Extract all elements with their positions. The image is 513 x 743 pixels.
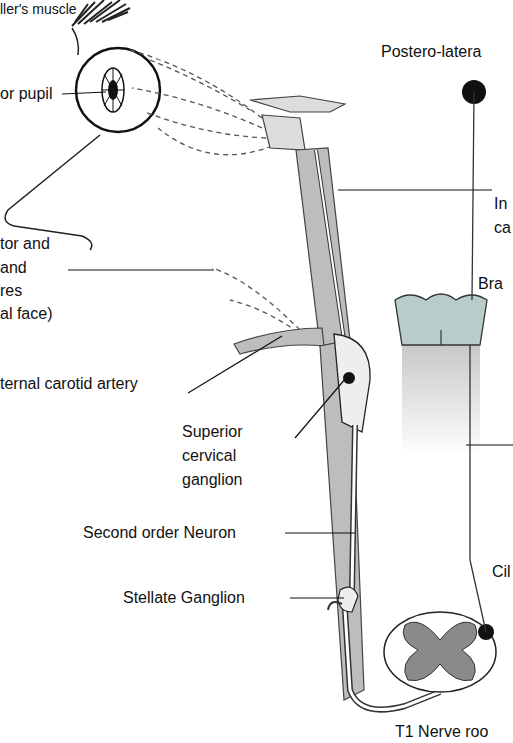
label-text: Bra	[478, 272, 503, 296]
stellate-ganglion	[338, 587, 358, 612]
internal-carotid	[296, 148, 350, 346]
chain-branch	[328, 602, 342, 610]
brainstem	[395, 294, 487, 345]
superior-cervical-ganglion	[334, 334, 370, 432]
label-text: ca	[494, 216, 511, 240]
iris	[102, 68, 124, 112]
label-text: Superior cervical ganglion	[182, 420, 262, 492]
grey-matter	[403, 622, 477, 681]
label-text: ller's muscle	[0, 0, 77, 18]
external-carotid	[234, 328, 324, 354]
label-text: ternal carotid artery	[0, 372, 138, 396]
label-text: tor and	[0, 232, 50, 256]
label-text: res	[0, 279, 22, 303]
lid-line	[72, 28, 78, 55]
ganglion-cell	[343, 372, 355, 384]
label-text: T1 Nerve roo	[395, 720, 488, 743]
first-order-neuron	[470, 92, 486, 632]
leader-lines	[62, 92, 513, 598]
cord-column	[402, 345, 480, 455]
label-text: Postero-latera	[381, 40, 482, 64]
pupil	[108, 80, 118, 100]
eyebrow	[72, 0, 130, 26]
postganglionic-fibre-core	[316, 150, 344, 340]
iris-lines	[102, 68, 124, 112]
label-text: Cil	[492, 560, 511, 584]
label-text: Second order Neuron	[83, 521, 236, 545]
midline	[440, 330, 441, 345]
dashed-fibres	[130, 50, 305, 338]
postganglionic-fibre	[316, 150, 344, 340]
label-text: Stellate Ganglion	[123, 586, 245, 610]
eyeball	[76, 48, 160, 132]
label-text: and	[0, 256, 27, 280]
label-text: al face)	[0, 302, 52, 326]
face-profile	[5, 135, 100, 250]
spinal-cord	[384, 612, 496, 692]
label-text: In	[494, 192, 507, 216]
skull-base	[250, 96, 345, 150]
label-text: or pupil	[0, 82, 52, 106]
